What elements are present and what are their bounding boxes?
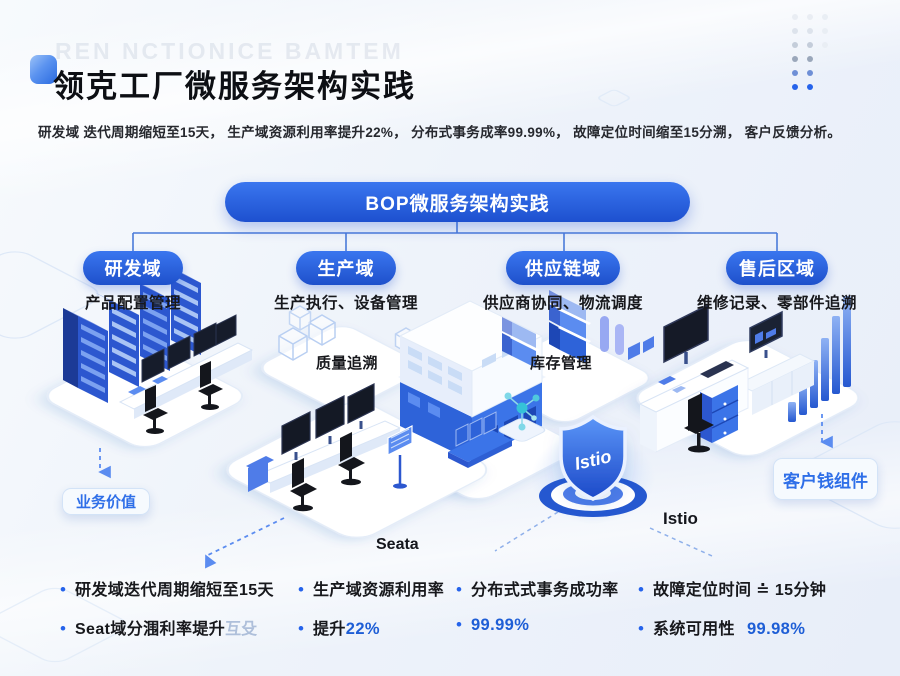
desc-aftersales: 维修记录、零部件追溯: [696, 295, 857, 312]
aftersales-desk-illustration: [638, 296, 851, 453]
bullet-icon: •: [638, 619, 644, 638]
rnd-desks-illustration: [98, 314, 254, 479]
dots-decoration: [822, 14, 828, 48]
desc-rnd: 产品配置管理: [84, 295, 181, 312]
label-istio: Istio: [663, 509, 698, 528]
bullet-icon: •: [298, 580, 304, 599]
bullet-icon: •: [638, 580, 644, 599]
pill-production-domain: 生产域: [296, 251, 396, 285]
page-subtitle: 研发域 迭代周期缩短至15天， 生产域资源利用率提升22%， 分布式事务成率99…: [38, 125, 842, 140]
label-seata: Seata: [376, 536, 419, 553]
label-quality-trace: 质量追溯: [316, 355, 379, 372]
banner-bop: BOP微服务架构实践: [225, 182, 690, 222]
page-title: 领克工厂微服务架构实践: [53, 69, 416, 104]
dots-decoration: [792, 14, 813, 90]
decorative-diamond-outlines: [0, 89, 900, 663]
label-inventory: 库存管理: [530, 355, 593, 372]
bullet-icon: •: [298, 619, 304, 638]
metric-col-transaction: •分布式式事务成功率 •99.99%: [456, 580, 619, 634]
desc-production: 生产执行、设备管理: [273, 295, 418, 312]
bar-chart-illustration: [788, 296, 851, 422]
badge-client-component: 客户钱组件: [773, 458, 878, 500]
title-marker-icon: [30, 55, 57, 84]
badge-business-value: 业务价值: [62, 488, 150, 515]
inventory-shelves-illustration: [502, 290, 654, 368]
metric-col-rnd: •研发域迭代周期缩短至15天 •Seat域分涠利率堤升互殳: [60, 580, 274, 638]
pill-supplychain-domain: 供应链域: [506, 251, 620, 285]
bullet-icon: •: [60, 619, 66, 638]
pill-aftersales-domain: 售后区域: [726, 251, 828, 285]
istio-shield-illustration: Istio: [531, 414, 655, 524]
bullet-icon: •: [456, 615, 462, 634]
seata-desks-illustration: [205, 383, 713, 569]
watermark-text: REN NCTIONICE BAMTEM: [55, 38, 404, 64]
network-node-icon: [498, 392, 546, 442]
pill-rnd-domain: 研发域: [83, 251, 183, 285]
bullet-icon: •: [456, 580, 462, 599]
server-racks-illustration: [63, 260, 201, 403]
connector-tree: [132, 222, 778, 251]
desc-supplychain: 供应商协同、物流调度: [482, 295, 643, 312]
bullet-icon: •: [60, 580, 66, 599]
